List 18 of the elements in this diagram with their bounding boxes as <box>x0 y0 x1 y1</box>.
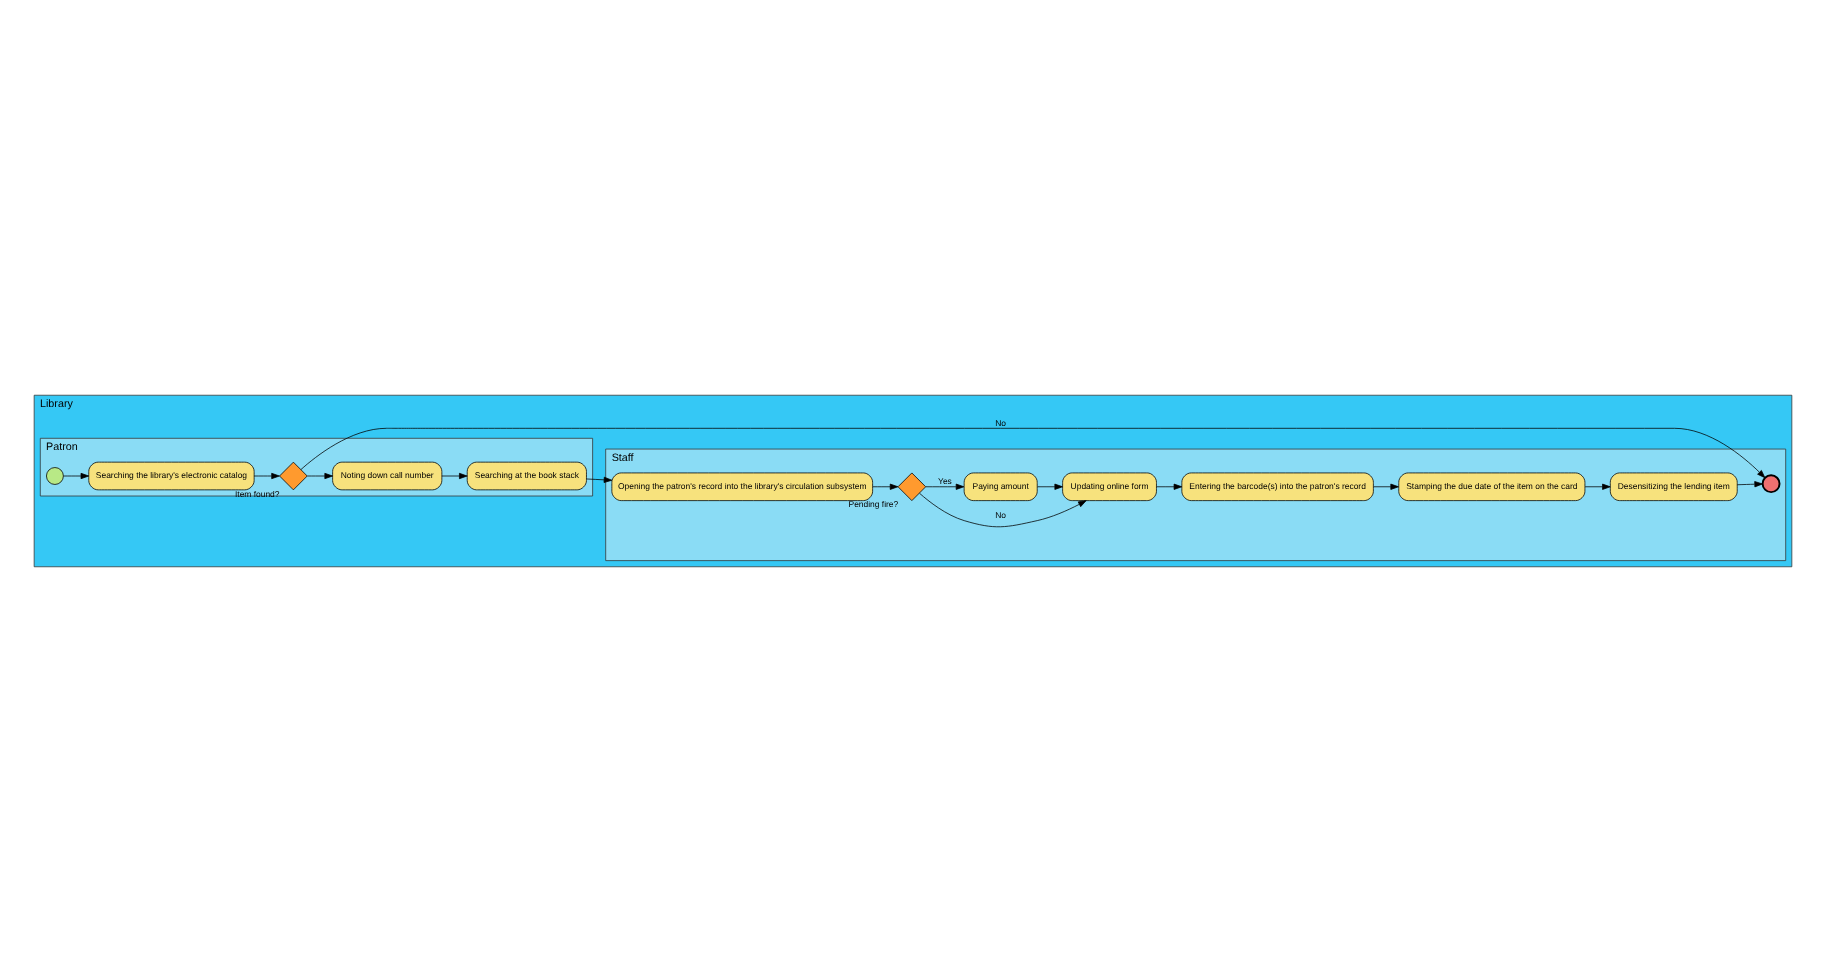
arrow <box>1373 482 1399 489</box>
arrow <box>1736 480 1763 487</box>
arrow <box>1584 482 1611 489</box>
arrow <box>925 482 965 489</box>
arrow <box>300 426 1766 478</box>
node-diamond <box>897 471 927 500</box>
arrow <box>307 471 333 479</box>
arrow <box>919 491 1087 527</box>
arrow <box>1156 482 1183 489</box>
arrow <box>441 471 468 479</box>
node-diamond <box>279 460 308 490</box>
node-circle <box>1761 473 1781 493</box>
arrow <box>586 475 613 482</box>
arrow <box>1037 482 1063 489</box>
arrow <box>872 482 899 489</box>
arrow <box>63 471 90 479</box>
node-circle <box>46 466 64 484</box>
arrow <box>253 471 280 479</box>
